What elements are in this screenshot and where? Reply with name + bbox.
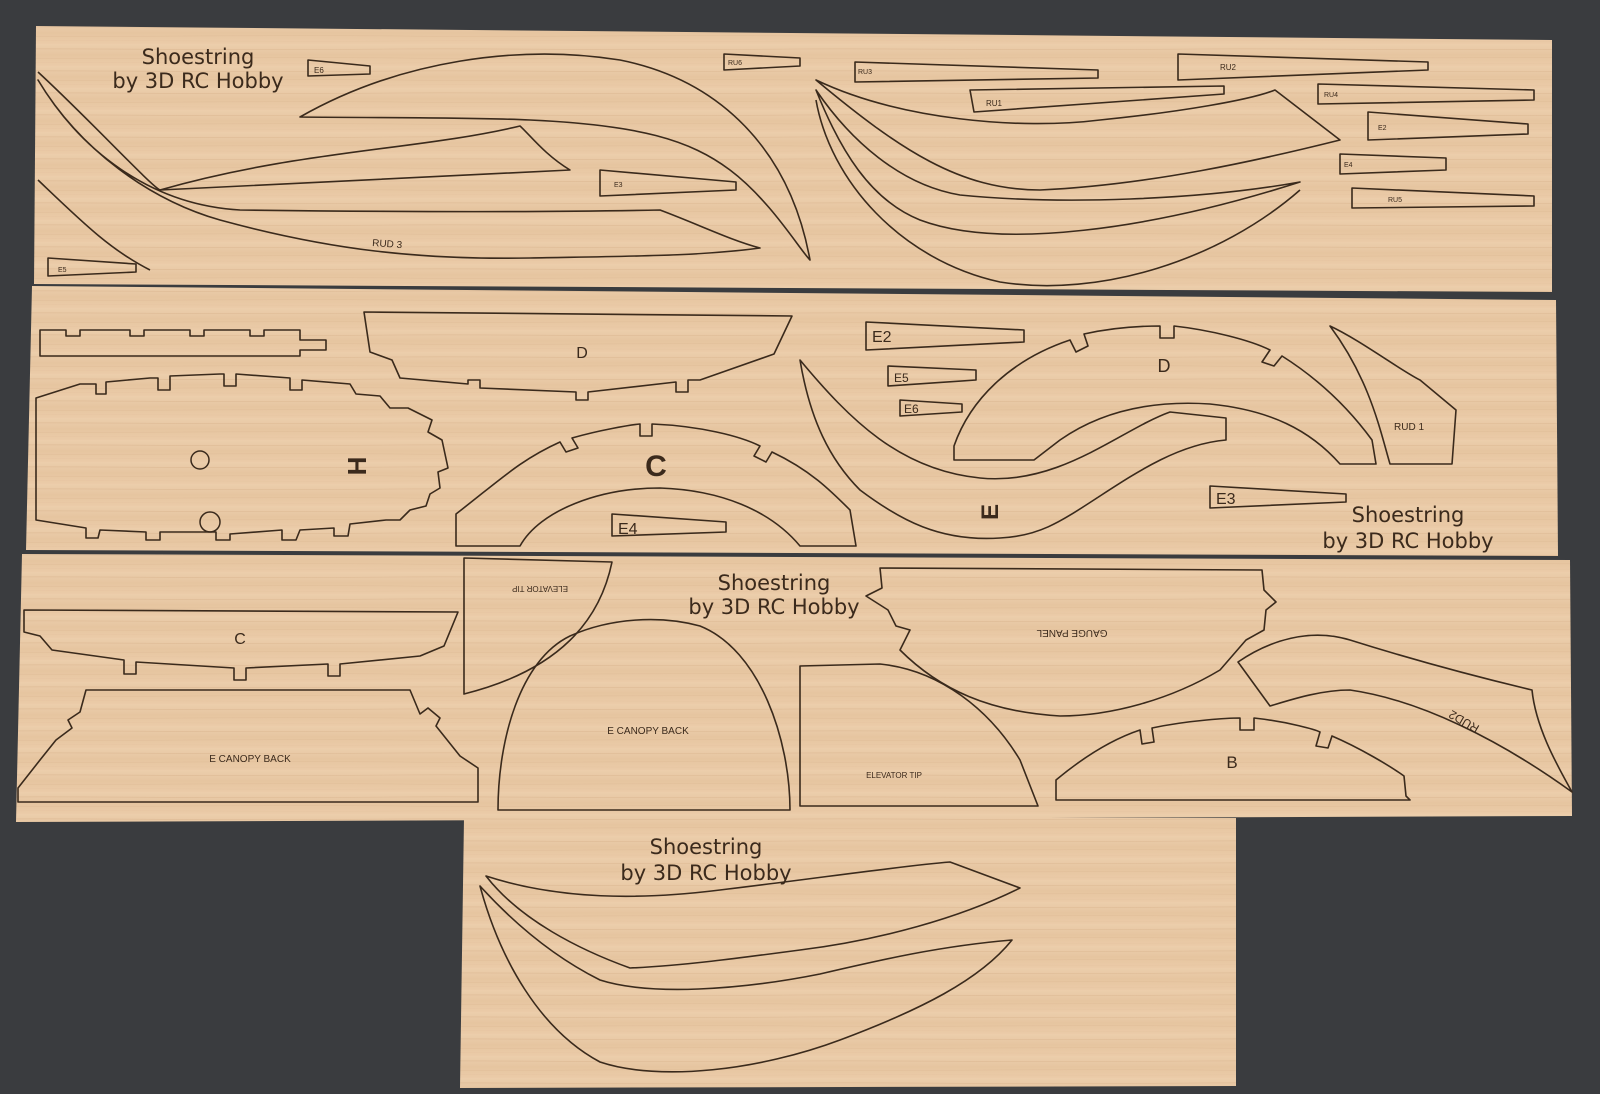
label-ru3: RU3 (858, 69, 872, 76)
label-e6: E6 (314, 66, 324, 75)
label-rud1: RUD 1 (1394, 422, 1424, 433)
part-ru1 (969, 85, 1225, 113)
former-e (799, 359, 1227, 540)
label-ru2: RU2 (1220, 63, 1237, 72)
long-strip-left (37, 179, 151, 271)
part-gauge-panel (865, 567, 1277, 717)
right-curve-part-2 (815, 89, 1301, 235)
label-e-canopy-back-mid: E CANOPY BACK (607, 726, 689, 737)
brand-line-1: Shoestring (142, 45, 255, 69)
brand-line-2: by 3D RC Hobby (620, 861, 791, 885)
stab-part-lower-1 (485, 861, 1021, 969)
part-e-canopy-back-left (17, 689, 479, 803)
brand-line-2: by 3D RC Hobby (1322, 529, 1493, 553)
label-d-top: D (576, 345, 588, 362)
label-e3: E3 (1216, 491, 1236, 508)
part-e5 (887, 365, 977, 387)
label-e6: E6 (904, 402, 919, 416)
brand-line-1: Shoestring (1352, 503, 1465, 527)
label-rud3: RUD 3 (372, 238, 403, 251)
sheet-2: H D C E4 E D E2 E5 E6 E3 RUD 1 Shoestrin… (26, 286, 1558, 556)
part-e-canopy-back-mid (497, 618, 791, 811)
former-d-top (363, 311, 793, 401)
part-e5 (47, 257, 137, 277)
rud3-part (37, 79, 761, 260)
label-b: B (1226, 753, 1237, 772)
part-e4 (611, 513, 727, 537)
right-curve-part-1 (815, 79, 1341, 191)
label-e3: E3 (614, 182, 623, 189)
part-e3 (1209, 485, 1347, 509)
label-ru5: RU5 (1388, 197, 1402, 204)
sheet-4: Shoestring by 3D RC Hobby (460, 818, 1236, 1088)
part-ru4 (1317, 83, 1535, 105)
part-ru3 (854, 61, 1099, 83)
balsa-sheet (34, 26, 1552, 292)
label-e2: E2 (1378, 125, 1387, 132)
brand-line-2: by 3D RC Hobby (688, 595, 859, 619)
part-rud2 (1237, 634, 1573, 793)
stab-part-left (37, 71, 571, 191)
part-ru5 (1351, 187, 1535, 209)
former-hole (190, 450, 210, 470)
label-h: H (342, 457, 372, 476)
former-h (35, 373, 449, 541)
part-rud1 (1329, 325, 1457, 465)
label-elevator-tip-bottom: ELEVATOR TIP (866, 771, 922, 780)
stab-part-lower-2 (479, 885, 1013, 1073)
former-c-strip (23, 609, 459, 681)
label-e: E (977, 504, 1004, 520)
former-c (455, 423, 857, 547)
former-d-right (953, 325, 1377, 465)
right-curve-part-3 (815, 99, 1301, 287)
part-e6 (899, 399, 963, 417)
part-elevator-tip-top (463, 557, 613, 695)
label-d-right: D (1158, 356, 1171, 376)
label-ru6: RU6 (728, 60, 742, 67)
part-ru6 (723, 53, 801, 71)
brand-line-1: Shoestring (650, 835, 763, 859)
former-hole (199, 511, 221, 533)
label-elevator-tip-top: ELEVATOR TIP (512, 584, 568, 593)
label-e4: E4 (618, 521, 638, 538)
brand-line-2: by 3D RC Hobby (112, 69, 283, 93)
part-e6 (307, 59, 371, 77)
balsa-sheet (26, 286, 1558, 556)
stab-part-upper (299, 53, 811, 261)
label-c: C (645, 450, 667, 483)
notched-strip (39, 329, 327, 357)
sheet-1: Shoestring by 3D RC Hobby E6 RU6 RU3 RU2… (34, 26, 1552, 292)
label-e5: E5 (58, 267, 67, 274)
label-e5: E5 (894, 371, 909, 385)
part-elevator-tip-bottom (799, 663, 1039, 807)
label-ru4: RU4 (1324, 92, 1338, 99)
brand-line-1: Shoestring (718, 571, 831, 595)
label-e4: E4 (1344, 162, 1353, 169)
former-b (1055, 717, 1411, 801)
label-e-canopy-back-left: E CANOPY BACK (209, 754, 291, 765)
part-e2 (1367, 111, 1529, 141)
part-e3 (599, 169, 737, 197)
balsa-sheet (460, 818, 1236, 1088)
label-c: C (234, 631, 246, 648)
sheet-3: C E CANOPY BACK ELEVATOR TIP E CANOPY BA… (16, 554, 1573, 822)
part-ru2 (1177, 53, 1429, 81)
label-gauge-panel: GAUGE PANEL (1036, 627, 1107, 638)
part-e4 (1339, 153, 1447, 175)
part-e2 (865, 321, 1025, 351)
balsa-sheet (16, 554, 1572, 822)
label-e2: E2 (872, 329, 892, 346)
label-ru1: RU1 (986, 99, 1003, 108)
